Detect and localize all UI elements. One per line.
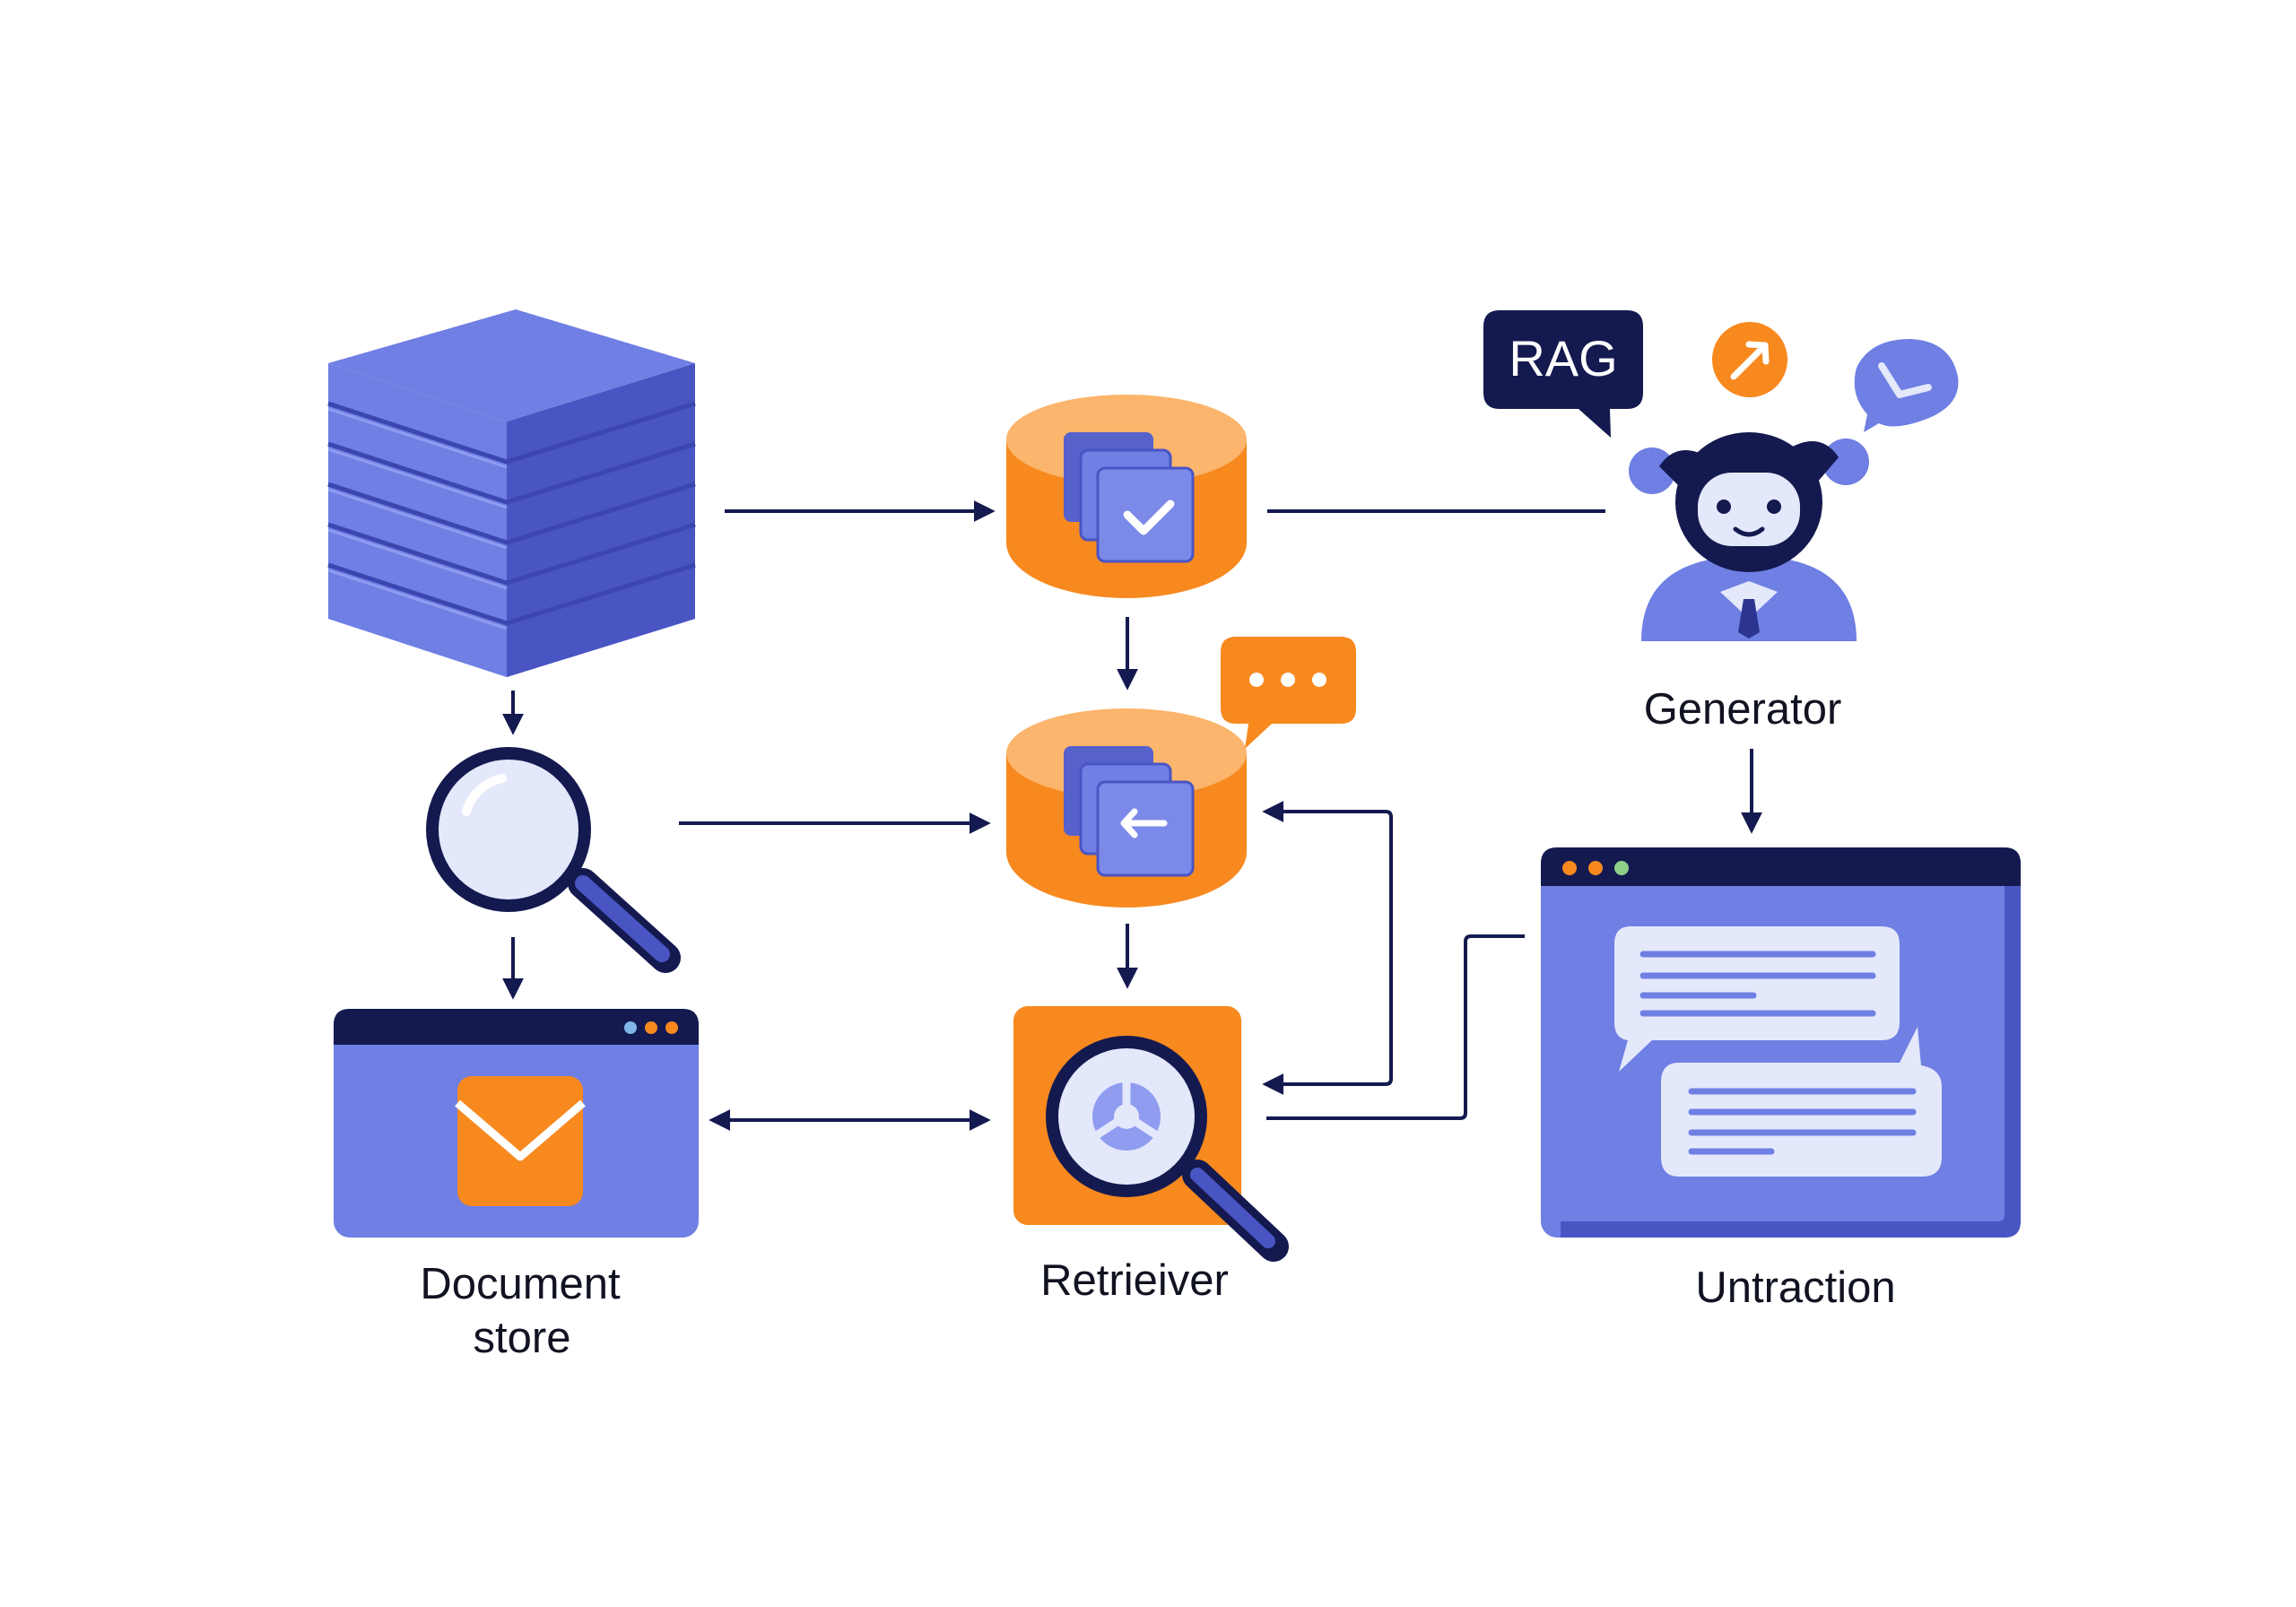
magnifier-icon [426,747,681,973]
connectors [502,500,1762,1131]
mail-icon [455,1076,586,1206]
arrow-loop-to-retriever [1262,897,1393,1095]
generator-label: Generator [1644,685,1842,734]
database-check-icon [1006,395,1247,598]
stack-layers-icon [327,309,696,677]
line-window-to-retriever [1266,934,1525,1120]
robot-assistant-icon [1629,432,1869,641]
rag-speech-bubble-icon: RAG [1483,310,1643,438]
chat-window-icon [1541,847,2021,1238]
untraction-label: Untraction [1695,1264,1895,1312]
document-store-label-line2: store [474,1314,571,1362]
retriever-search-icon [1013,1006,1289,1262]
database-return-icon [1006,708,1247,908]
rag-label: RAG [1509,330,1617,387]
check-bubble-icon [1854,339,1959,432]
retriever-label: Retrieiver [1040,1256,1229,1305]
chat-dots-icon [1221,637,1356,749]
arrow-badge-icon [1712,322,1787,397]
document-store-label-line1: Document [420,1260,621,1308]
document-store-window-icon [334,1009,699,1238]
arrow-loop-to-database [1262,801,1393,897]
